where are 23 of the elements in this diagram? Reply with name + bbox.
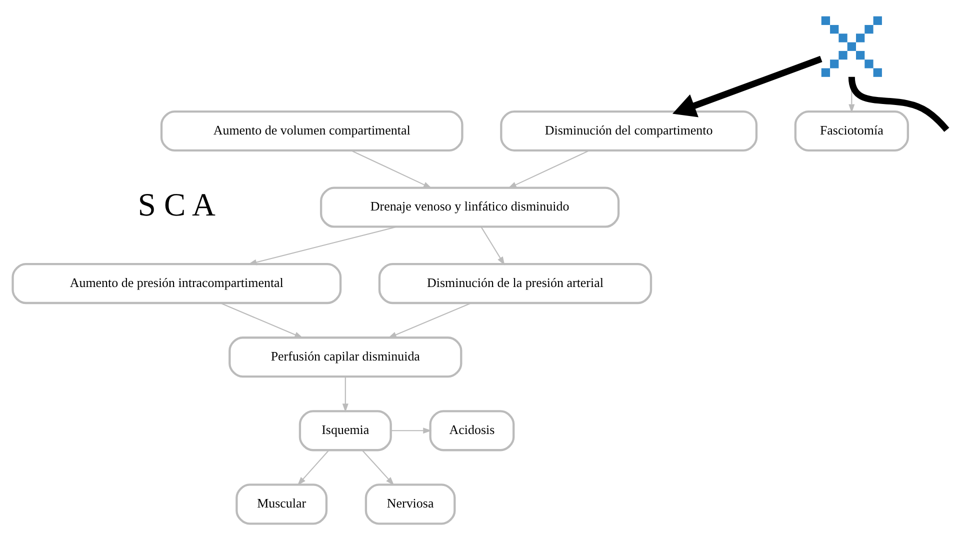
node-box: Muscular [236, 484, 328, 525]
arrow [508, 150, 590, 188]
arrow [388, 302, 472, 338]
node-box: Acidosis [429, 410, 515, 452]
arrow [362, 450, 394, 486]
node-box: Perfusión capilar disminuida [228, 336, 462, 378]
node-box: Disminución del compartimento [500, 110, 758, 152]
arrow [248, 226, 398, 266]
node-box: Aumento de presión intracompartimental [12, 262, 342, 304]
label: S C A [138, 187, 216, 224]
arrow [297, 450, 330, 486]
node-box: Drenaje venoso y linfático disminuido [320, 186, 620, 228]
arrow [390, 428, 432, 434]
node-box: Fasciotomía [794, 110, 909, 152]
arrow [220, 302, 304, 338]
arrow [351, 150, 432, 188]
arrow [480, 226, 505, 266]
node-box: Isquemia [298, 410, 392, 452]
node-box: Nerviosa [364, 484, 456, 525]
arrow [342, 376, 348, 412]
node-box: Disminución de la presión arterial [378, 262, 652, 304]
node-box: Aumento de volumen compartimental [160, 110, 464, 152]
arrow [672, 56, 822, 118]
